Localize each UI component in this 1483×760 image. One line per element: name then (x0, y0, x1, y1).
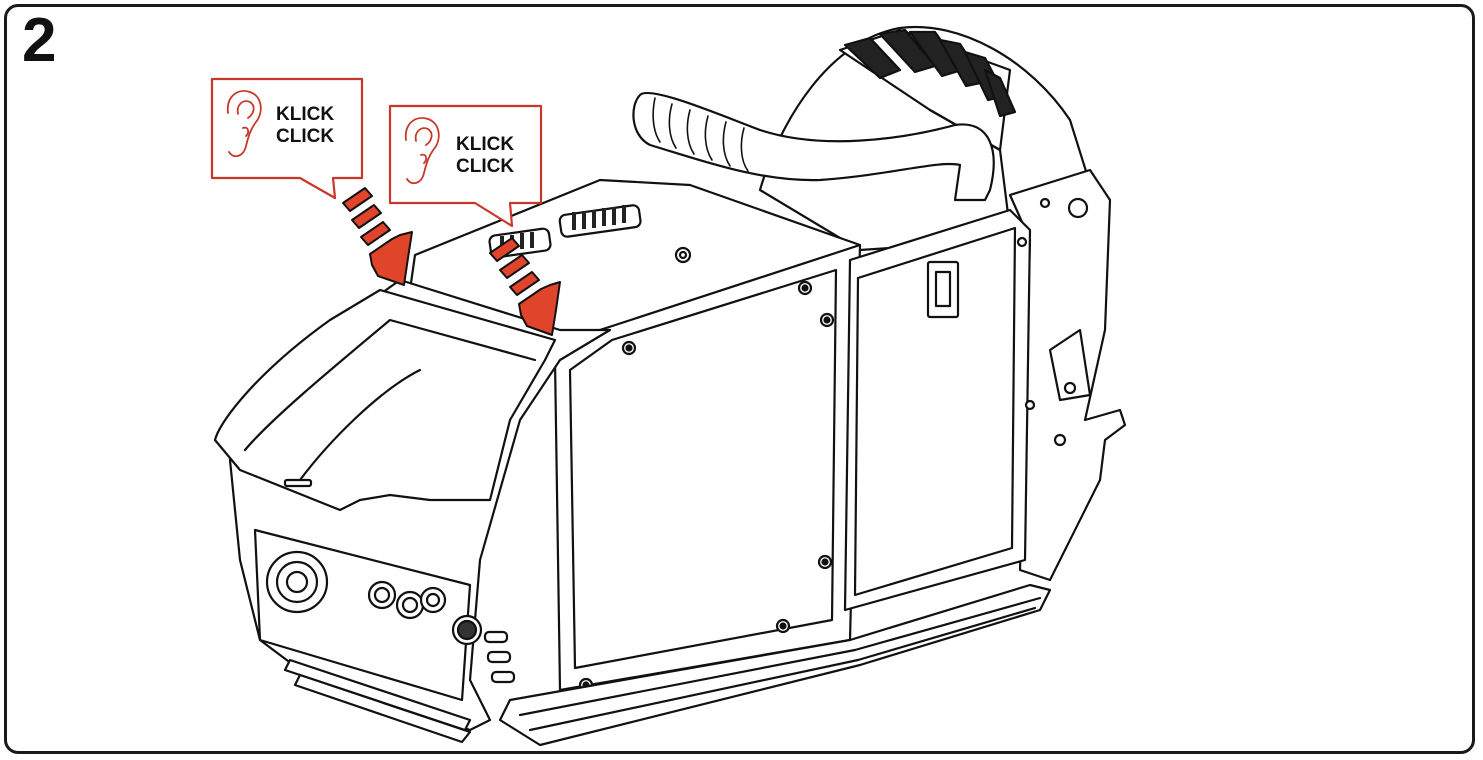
callout-line-click: CLICK (276, 126, 335, 147)
front-lid (213, 288, 557, 512)
callout-box-left (210, 77, 364, 200)
push-arrow-left (342, 187, 413, 286)
ear-icon (404, 117, 440, 185)
control-socket (451, 614, 483, 646)
side-frame (1008, 168, 1127, 582)
side-door (843, 208, 1032, 612)
ear-icon (226, 90, 262, 158)
drive-rolls (488, 204, 642, 259)
callout-line-klick: KLICK (456, 134, 515, 155)
push-arrow-right (489, 237, 561, 336)
callout-box-right (388, 104, 543, 228)
lower-grille (283, 658, 472, 744)
dome-fins (843, 28, 1017, 118)
callout-text-right: KLICK CLICK (456, 134, 514, 178)
carry-handle (632, 91, 995, 202)
callout-text-left: KLICK CLICK (276, 104, 334, 148)
coolant-connectors (367, 580, 447, 620)
step-number: 2 (22, 6, 57, 75)
callout-line-klick: KLICK (276, 104, 335, 125)
callout-line-click: CLICK (456, 156, 515, 177)
